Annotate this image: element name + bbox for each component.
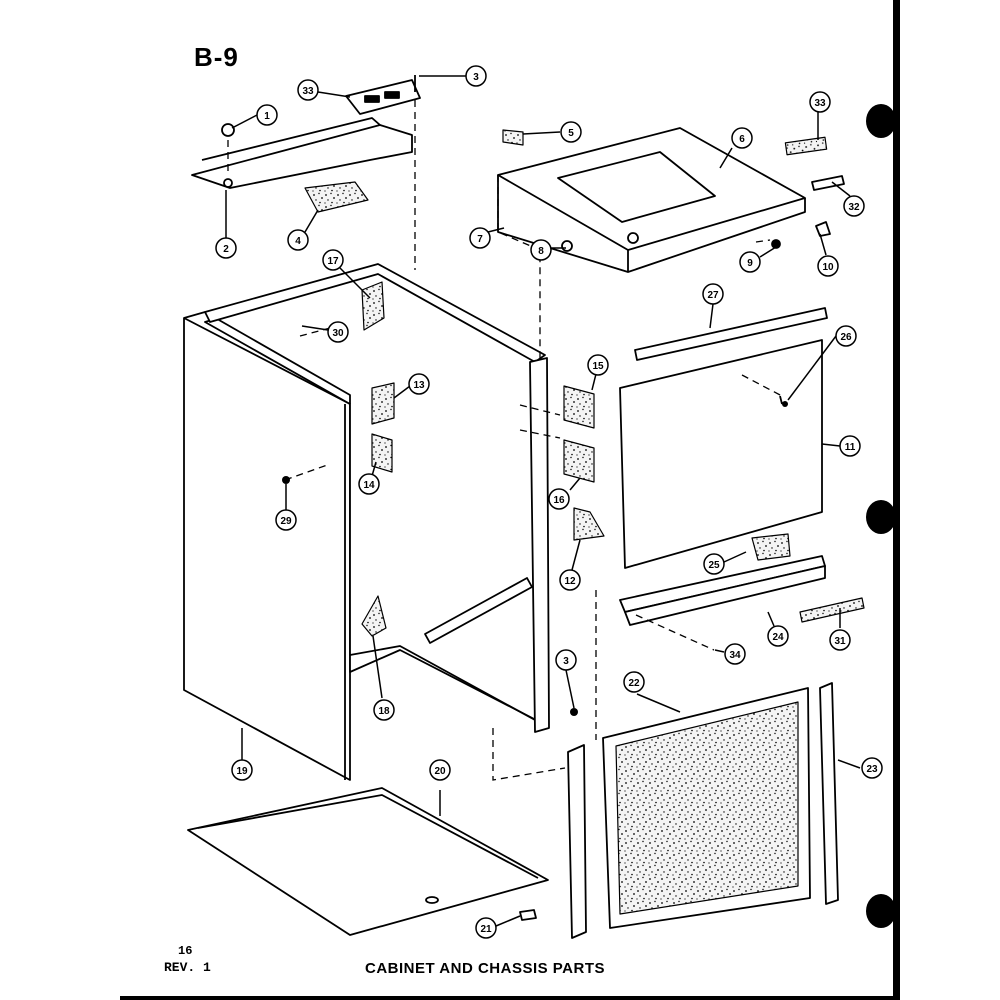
binder-hole-middle bbox=[866, 500, 896, 534]
svg-text:6: 6 bbox=[739, 134, 745, 145]
svg-text:18: 18 bbox=[378, 706, 390, 717]
svg-text:9: 9 bbox=[747, 258, 753, 269]
callout-5: 5 bbox=[560, 121, 582, 143]
svg-text:7: 7 bbox=[477, 234, 483, 245]
callout-18: 18 bbox=[373, 699, 395, 721]
svg-text:16: 16 bbox=[553, 495, 565, 506]
insulation-15 bbox=[563, 385, 595, 429]
diagram-code: B-9 bbox=[194, 42, 239, 72]
callout-34: 34 bbox=[724, 643, 746, 665]
svg-text:25: 25 bbox=[708, 560, 720, 571]
callout-13: 13 bbox=[408, 373, 430, 395]
svg-text:32: 32 bbox=[848, 202, 860, 213]
callout-25: 25 bbox=[703, 553, 725, 575]
filter-rails bbox=[567, 682, 839, 939]
base-pan bbox=[187, 787, 549, 936]
callout-6: 6 bbox=[731, 127, 753, 149]
callout-12: 12 bbox=[559, 569, 581, 591]
svg-text:31: 31 bbox=[834, 636, 846, 647]
svg-text:3: 3 bbox=[473, 72, 479, 83]
svg-text:8: 8 bbox=[538, 246, 544, 257]
svg-text:13: 13 bbox=[413, 380, 425, 391]
callout-11: 11 bbox=[839, 435, 861, 457]
svg-text:4: 4 bbox=[295, 236, 301, 247]
callout-27: 27 bbox=[702, 283, 724, 305]
svg-text:23: 23 bbox=[866, 764, 878, 775]
front-upper-panel bbox=[619, 307, 828, 569]
svg-text:22: 22 bbox=[628, 678, 640, 689]
callout-3-top: 3 bbox=[465, 65, 487, 87]
callout-4: 4 bbox=[287, 229, 309, 251]
callout-8: 8 bbox=[530, 239, 552, 261]
svg-text:30: 30 bbox=[332, 328, 344, 339]
binder-hole-bottom bbox=[866, 894, 896, 928]
callout-32: 32 bbox=[843, 195, 865, 217]
callout-9: 9 bbox=[739, 251, 761, 273]
callout-23: 23 bbox=[861, 757, 883, 779]
callout-30: 30 bbox=[327, 321, 349, 343]
svg-text:27: 27 bbox=[707, 290, 719, 301]
callout-1: 1 bbox=[256, 104, 278, 126]
page-frame-bottom bbox=[120, 996, 900, 1000]
callout-33-right: 33 bbox=[809, 91, 831, 113]
page-number: 16 bbox=[178, 944, 193, 958]
svg-text:17: 17 bbox=[327, 256, 339, 267]
cabinet-shell bbox=[183, 263, 550, 781]
svg-text:20: 20 bbox=[434, 766, 446, 777]
callout-31: 31 bbox=[829, 629, 851, 651]
svg-text:11: 11 bbox=[845, 442, 856, 453]
binder-hole-top bbox=[866, 104, 896, 138]
svg-text:24: 24 bbox=[772, 632, 784, 643]
callout-26: 26 bbox=[835, 325, 857, 347]
top-cover bbox=[497, 127, 845, 273]
top-bracket-assembly bbox=[191, 75, 421, 213]
svg-text:14: 14 bbox=[363, 480, 375, 491]
svg-text:26: 26 bbox=[840, 332, 852, 343]
svg-text:2: 2 bbox=[223, 244, 229, 255]
page-frame-right bbox=[893, 0, 900, 1000]
svg-text:12: 12 bbox=[564, 576, 576, 587]
callout-16: 16 bbox=[548, 488, 570, 510]
insulation-25 bbox=[751, 533, 791, 561]
air-filter bbox=[602, 687, 811, 929]
insulation-17 bbox=[361, 281, 385, 331]
callout-33-left: 33 bbox=[297, 79, 319, 101]
callout-15: 15 bbox=[587, 354, 609, 376]
svg-text:19: 19 bbox=[236, 766, 248, 777]
svg-text:3: 3 bbox=[563, 656, 569, 667]
callout-3-lower: 3 bbox=[555, 649, 577, 671]
svg-text:21: 21 bbox=[480, 924, 492, 935]
callout-20: 20 bbox=[429, 759, 451, 781]
insulation-14 bbox=[371, 433, 393, 473]
callout-21: 21 bbox=[475, 917, 497, 939]
svg-text:33: 33 bbox=[814, 98, 826, 109]
svg-text:1: 1 bbox=[264, 111, 270, 122]
insulation-13 bbox=[371, 382, 395, 425]
diagram-caption: CABINET AND CHASSIS PARTS bbox=[365, 960, 606, 977]
callout-29: 29 bbox=[275, 509, 297, 531]
svg-text:10: 10 bbox=[822, 262, 834, 273]
svg-text:33: 33 bbox=[302, 86, 314, 97]
callout-19: 19 bbox=[231, 759, 253, 781]
callout-10: 10 bbox=[817, 255, 839, 277]
callout-24: 24 bbox=[767, 625, 789, 647]
callout-2: 2 bbox=[215, 237, 237, 259]
svg-text:15: 15 bbox=[592, 361, 604, 372]
callout-7: 7 bbox=[469, 227, 491, 249]
svg-text:5: 5 bbox=[568, 128, 574, 139]
callout-14: 14 bbox=[358, 473, 380, 495]
callout-17: 17 bbox=[322, 249, 344, 271]
lower-rail bbox=[619, 555, 865, 626]
insulation-12 bbox=[573, 507, 605, 541]
revision-label: REV. 1 bbox=[164, 960, 211, 975]
insulation-18 bbox=[361, 595, 387, 637]
svg-text:29: 29 bbox=[280, 516, 292, 527]
callout-22: 22 bbox=[623, 671, 645, 693]
insulation-16 bbox=[563, 439, 595, 483]
svg-text:34: 34 bbox=[729, 650, 741, 661]
